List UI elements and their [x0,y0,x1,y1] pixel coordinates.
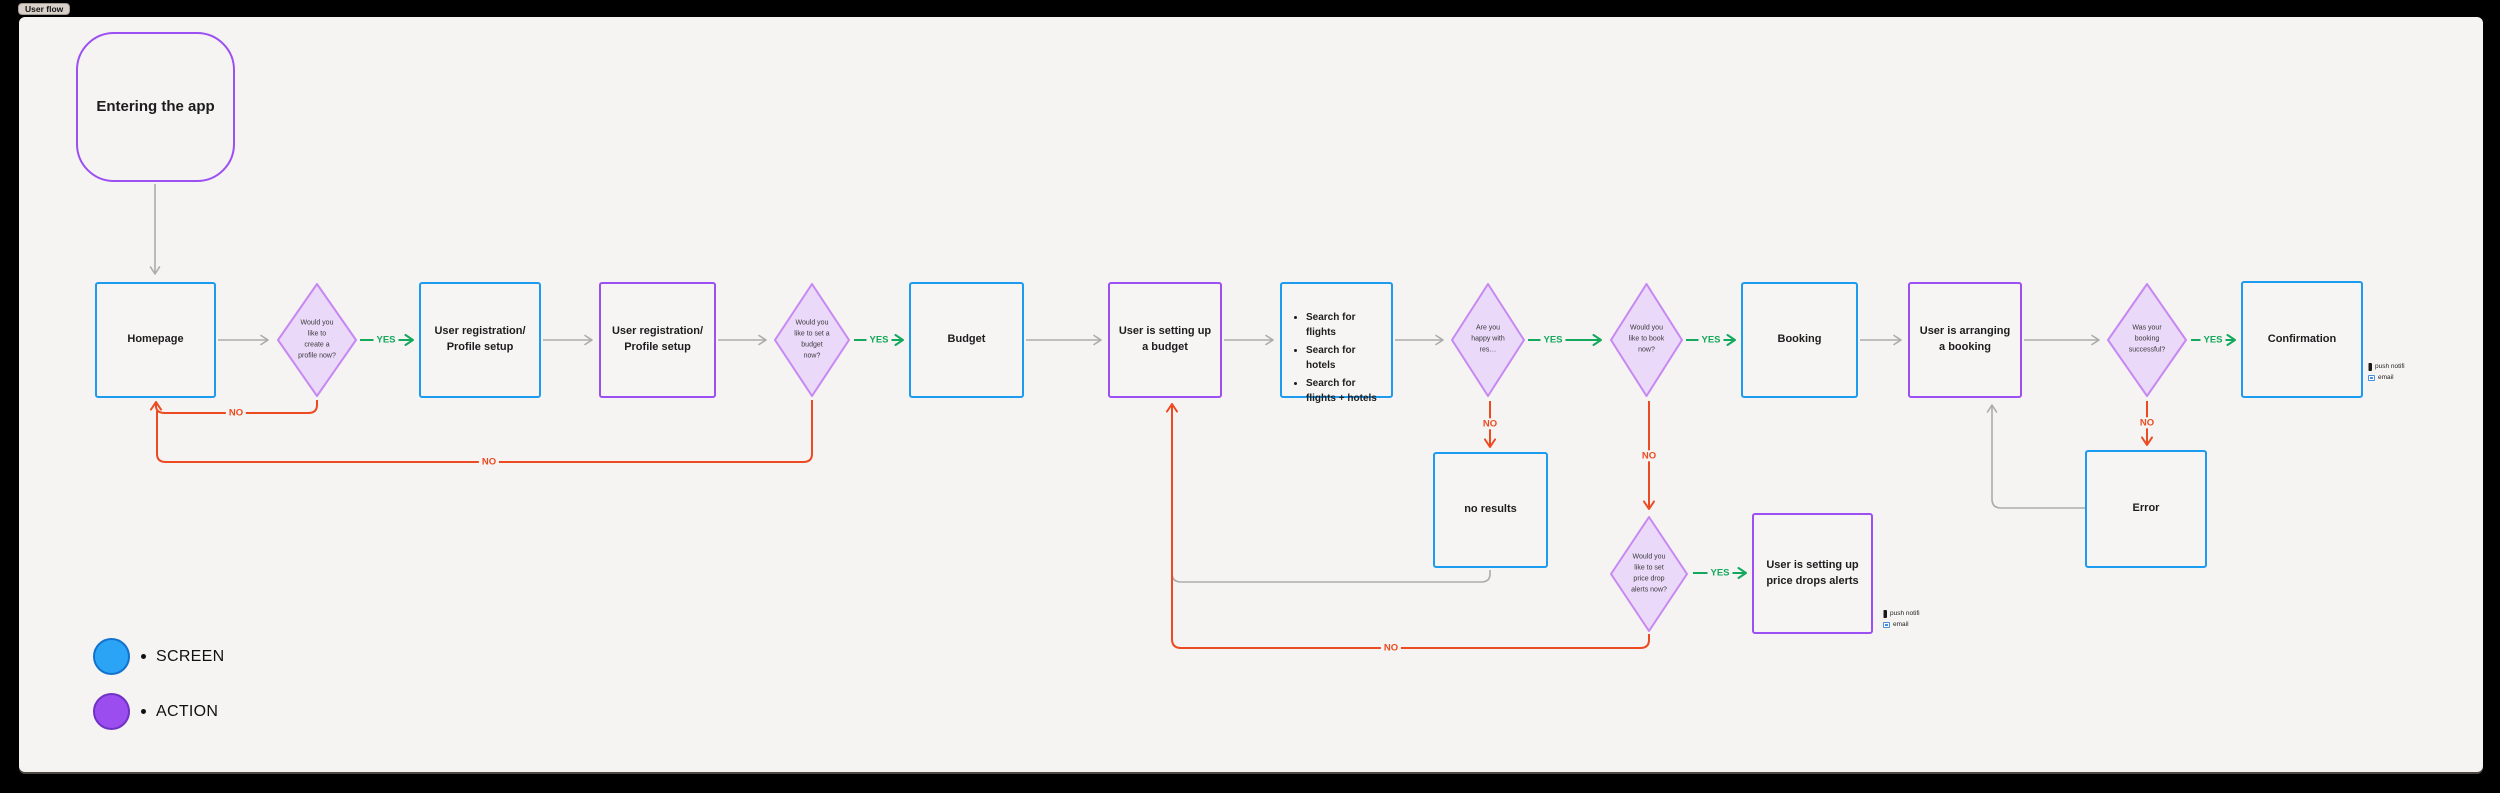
legend-label: ACTION [156,702,219,720]
diamond-shape [277,283,357,397]
decision-text: Are you happy with res… [1471,324,1505,354]
diamond-shape [1610,516,1688,632]
no-label[interactable]: NO [225,407,247,419]
connector-no-price-alerts[interactable] [1166,403,1650,649]
node-label: User registration/ Profile setup [434,325,526,353]
node-budget-action[interactable]: User is setting up a budget [1108,282,1222,398]
decision-text: Would you like to create a profile now? [298,319,336,359]
node-registration-action[interactable]: User registration/ Profile setup [599,282,716,398]
diamond-shape [774,283,850,397]
diamond-shape [2107,283,2187,397]
no-label[interactable]: NO [478,456,500,468]
node-entering-app[interactable]: Entering the app [76,32,235,182]
search-option: Search for flights [1306,310,1383,340]
confirmation-notifications[interactable]: push notifi email [2368,361,2405,383]
yes-label[interactable]: YES [373,334,399,346]
no-label[interactable]: NO [1380,642,1402,654]
email-icon [2368,374,2375,381]
connector-no-set-budget[interactable] [156,400,813,463]
node-label: User is arranging a booking [1919,325,2011,353]
yes-label[interactable]: YES [1707,567,1733,579]
yes-label[interactable]: YES [2200,334,2226,346]
node-label: User is setting up price drops alerts [1766,558,1859,587]
email-notification-label: email [2378,374,2394,381]
decision-booking-success[interactable]: Was your booking successful? [2106,282,2188,398]
email-icon [1883,621,1890,628]
node-budget-screen[interactable]: Budget [909,282,1024,398]
yes-label[interactable]: YES [1540,334,1566,346]
search-options-list: Search for flights Search for hotels Sea… [1290,310,1383,409]
node-label: Error [2132,502,2160,515]
decision-book-now[interactable]: Would you like to book now? [1609,282,1684,398]
no-label[interactable]: NO [2136,417,2158,429]
decision-create-profile[interactable]: Would you like to create a profile now? [276,282,358,398]
node-homepage[interactable]: Homepage [95,282,216,398]
legend-bullet [141,709,146,714]
push-notification-label: push notifi [2375,363,2405,370]
node-booking-action[interactable]: User is arranging a booking [1908,282,2022,398]
diamond-shape [1610,283,1683,397]
node-confirmation-screen[interactable]: Confirmation [2241,281,2363,398]
legend-screen[interactable]: SCREEN [93,638,224,675]
screen-legend-circle[interactable] [93,638,130,675]
decision-text: Would you like to book now? [1628,324,1665,354]
email-notification-row: email [1883,619,1920,630]
search-option: Search for flights + hotels [1306,376,1383,406]
section-label[interactable]: User flow [18,3,71,15]
yes-label[interactable]: YES [1698,334,1724,346]
no-label[interactable]: NO [1638,450,1660,462]
node-label: User is setting up a budget [1118,325,1212,353]
decision-text: Was your booking successful? [2128,324,2166,354]
decision-set-budget[interactable]: Would you like to set a budget now? [773,282,851,398]
connector-error-to-arranging[interactable] [1986,404,2085,509]
node-label: Booking [1777,333,1822,346]
diamond-shape [1451,283,1525,397]
legend-action[interactable]: ACTION [93,693,218,730]
node-error-screen[interactable]: Error [2085,450,2207,568]
yes-label[interactable]: YES [866,334,892,346]
no-label[interactable]: NO [1479,418,1501,430]
node-price-alerts-action[interactable]: User is setting up price drops alerts [1752,513,1873,634]
email-notification-label: email [1893,621,1909,628]
phone-icon [1883,609,1887,618]
legend-label: SCREEN [156,647,225,665]
search-option: Search for hotels [1306,343,1383,373]
email-notification-row: email [2368,372,2405,383]
phone-icon [2368,362,2372,371]
decision-happy-results[interactable]: Are you happy with res… [1450,282,1526,398]
node-label: Homepage [127,333,184,346]
push-notification-label: push notifi [1890,610,1920,617]
node-booking-screen[interactable]: Booking [1741,282,1858,398]
node-search-options[interactable]: Search for flights Search for hotels Sea… [1280,282,1393,404]
decision-price-alerts[interactable]: Would you like to set price drop alerts … [1609,515,1689,633]
push-notification-row: push notifi [1883,608,1920,619]
node-no-results[interactable]: no results [1433,452,1548,568]
node-label: Entering the app [96,98,215,116]
action-legend-circle[interactable] [93,693,130,730]
node-label: User registration/ Profile setup [611,325,704,353]
decision-text: Would you like to set a budget now? [794,319,830,359]
node-label: Confirmation [2267,332,2337,345]
node-label: no results [1464,503,1517,516]
legend-bullet [141,654,146,659]
node-label: Budget [947,333,986,346]
push-notification-row: push notifi [2368,361,2405,372]
decision-text: Would you like to set price drop alerts … [1631,553,1667,593]
price-alerts-notifications[interactable]: push notifi email [1883,608,1920,630]
node-registration-screen[interactable]: User registration/ Profile setup [419,282,541,398]
